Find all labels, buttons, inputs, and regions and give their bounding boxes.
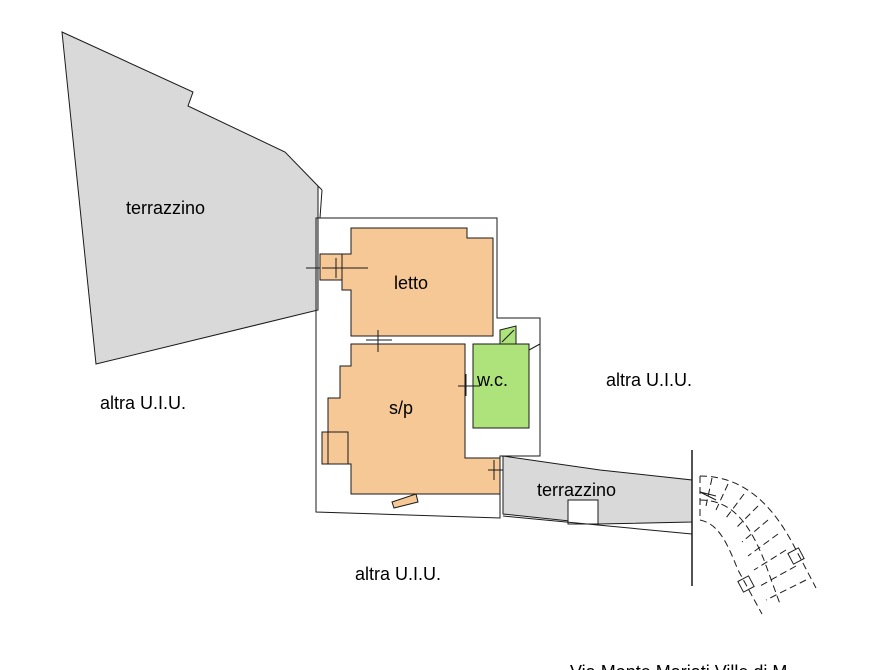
label-other-unit-left: altra U.I.U. xyxy=(100,393,186,413)
label-terrace-bottom: terrazzino xyxy=(537,480,616,500)
terrace-top-area xyxy=(61,31,319,365)
label-street: Via Monte Mariati Ville di M xyxy=(570,662,787,670)
label-living: s/p xyxy=(389,398,413,418)
apartment-outline xyxy=(315,217,541,519)
window-niche xyxy=(319,253,343,281)
closet-niche xyxy=(321,431,349,465)
label-other-unit-right: altra U.I.U. xyxy=(606,370,692,390)
label-wc: w.c. xyxy=(476,370,508,390)
bedroom-area xyxy=(341,227,494,337)
label-bedroom: letto xyxy=(394,273,428,293)
label-other-unit-bottom: altra U.I.U. xyxy=(355,564,441,584)
stairs-dashed xyxy=(699,475,817,615)
label-terrace-top: terrazzino xyxy=(126,198,205,218)
living-room-area xyxy=(327,343,501,495)
